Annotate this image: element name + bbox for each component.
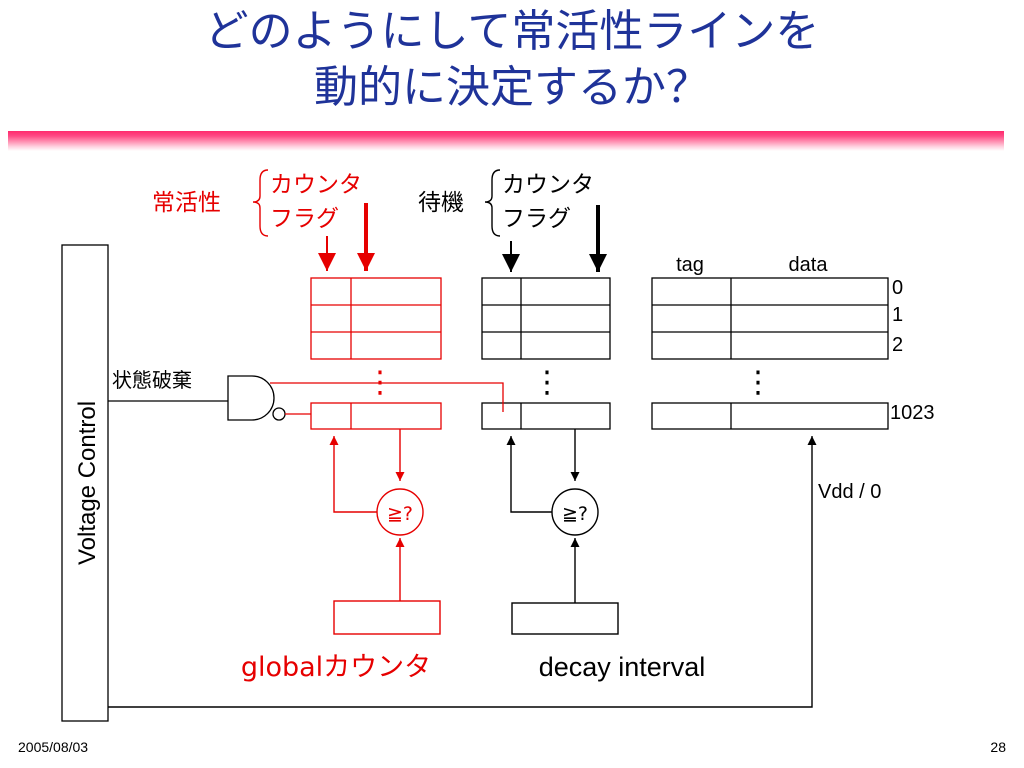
data-header: data: [789, 254, 829, 276]
active-comparator-label: ≧?: [387, 503, 413, 525]
slide-date: 2005/08/03: [18, 739, 89, 755]
standby-counter-label: カウンタ: [502, 172, 594, 198]
global-counter-label: globalカウンタ: [241, 652, 431, 683]
active-label: 常活性: [152, 190, 221, 216]
active-array-last-row: [310, 402, 442, 430]
standby-array-last-row: [481, 402, 611, 430]
active-counter-label: カウンタ: [270, 172, 362, 198]
global-counter-box: [333, 600, 441, 635]
inverter-bubble: [272, 407, 286, 421]
row-indices: 0 1 2 1023: [890, 277, 935, 424]
active-array: [310, 277, 442, 430]
vdd-feedback-line: [108, 436, 817, 708]
active-brace: [252, 169, 269, 237]
row-index-1023: 1023: [890, 402, 935, 424]
row-index-0: 0: [892, 277, 903, 299]
standby-brace: [484, 169, 501, 237]
standby-flag-label: フラグ: [502, 206, 571, 232]
slide-title-line-2: 動的に決定するか？: [314, 62, 710, 113]
decay-interval-box: [511, 602, 619, 635]
active-group-labels: 常活性 カウンタ フラグ: [152, 169, 362, 237]
active-comparator: ≧?: [376, 488, 424, 536]
slide-title: どのようにして常活性ラインを 動的に決定するか？: [0, 4, 1024, 116]
slide-page-number: 28: [990, 739, 1006, 755]
cache-array-last-row: [651, 402, 889, 430]
standby-group-labels: 待機 カウンタ フラグ: [418, 169, 594, 237]
vdd-label: Vdd / 0: [818, 481, 881, 503]
active-compare-path: [329, 429, 405, 601]
cache-ellipsis: ⋮: [743, 365, 773, 400]
row-index-1: 1: [892, 304, 903, 326]
decay-interval-label: decay interval: [539, 652, 706, 682]
standby-comparator: ≧?: [551, 488, 599, 536]
active-flag-label: フラグ: [270, 206, 339, 232]
voltage-control-block: Voltage Control: [61, 244, 109, 722]
standby-ellipsis: ⋮: [532, 365, 562, 400]
slide-title-line-1: どのようにして常活性ラインを: [204, 6, 820, 57]
title-underline-bar: [8, 131, 1004, 151]
row-index-2: 2: [892, 334, 903, 356]
standby-label: 待機: [418, 190, 464, 216]
state-destroy-label: 状態破棄: [112, 368, 192, 392]
voltage-control-label: Voltage Control: [74, 401, 101, 565]
tag-header: tag: [676, 254, 704, 276]
standby-compare-path: [506, 429, 580, 603]
cache-array: [651, 277, 889, 430]
standby-array: [481, 277, 611, 430]
and-gate: [108, 375, 504, 421]
standby-comparator-label: ≧?: [562, 503, 588, 525]
